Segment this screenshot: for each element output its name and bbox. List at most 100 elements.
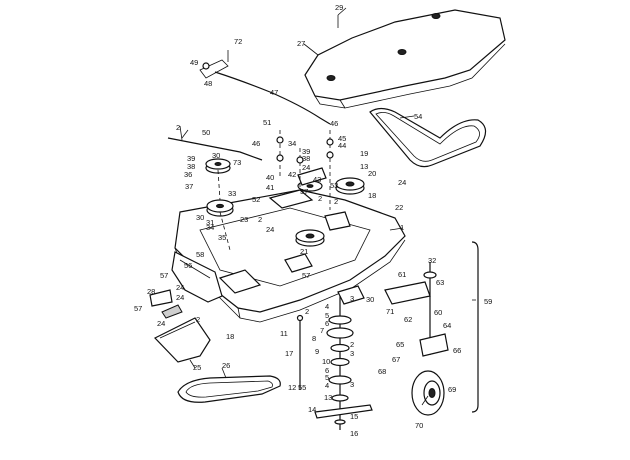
part-label-47: 47 — [270, 88, 278, 97]
part-label-8: 8 — [312, 334, 316, 343]
part-label-28: 28 — [147, 287, 155, 296]
control-cable-part — [199, 50, 331, 125]
part-label-68: 68 — [378, 367, 386, 376]
part-label-70: 70 — [415, 421, 423, 430]
part-label-22: 22 — [395, 203, 403, 212]
part-label-73: 73 — [233, 158, 241, 167]
part-label-39a: 39 — [187, 154, 195, 163]
part-label-24b: 24 — [398, 178, 406, 187]
part-label-64: 64 — [443, 321, 451, 330]
part-label-20: 20 — [368, 169, 376, 178]
part-label-71: 71 — [386, 307, 394, 316]
part-label-2g: 2 — [350, 340, 354, 349]
part-label-69: 69 — [448, 385, 456, 394]
left-side-shield-part — [171, 251, 223, 303]
part-label-38a: 38 — [187, 162, 195, 171]
part-label-6b: 6 — [325, 366, 329, 375]
part-label-26: 26 — [222, 361, 230, 370]
spindle-assembly — [296, 296, 373, 430]
part-label-63: 63 — [436, 278, 444, 287]
part-label-55: 55 — [298, 383, 306, 392]
part-label-2f: 2 — [305, 307, 309, 316]
part-label-24a: 24 — [302, 163, 310, 172]
part-label-34b: 34 — [206, 223, 214, 232]
part-label-24e: 24 — [176, 293, 184, 302]
part-label-49: 49 — [190, 58, 198, 67]
part-label-59: 59 — [484, 297, 492, 306]
part-label-30c: 30 — [366, 295, 374, 304]
part-label-21: 21 — [300, 247, 308, 256]
part-label-12: 12 — [288, 383, 296, 392]
part-label-61: 61 — [398, 270, 406, 279]
part-label-67: 67 — [392, 355, 400, 364]
part-label-27: 27 — [297, 39, 305, 48]
part-label-51: 51 — [263, 118, 271, 127]
part-label-42: 42 — [288, 170, 296, 179]
part-label-17: 17 — [285, 349, 293, 358]
part-label-24f: 24 — [157, 319, 165, 328]
part-label-25: 25 — [193, 363, 201, 372]
part-label-39b: 39 — [302, 147, 310, 156]
part-label-50: 50 — [202, 128, 210, 137]
part-label-24c: 24 — [266, 225, 274, 234]
part-label-18b: 18 — [226, 332, 234, 341]
part-label-60: 60 — [434, 308, 442, 317]
part-label-16: 16 — [350, 429, 358, 438]
gauge-wheel-assembly — [384, 241, 479, 416]
part-label-37a: 37 — [185, 182, 193, 191]
part-label-52: 52 — [252, 195, 260, 204]
part-label-31: 31 — [206, 218, 214, 227]
part-label-54: 54 — [414, 112, 422, 121]
leader-lines — [181, 7, 476, 406]
part-label-57b: 57 — [160, 271, 168, 280]
part-label-2c: 2 — [334, 197, 338, 206]
seat-pan-part — [304, 9, 506, 109]
idler-pulleys — [268, 167, 365, 209]
part-label-24d: 24 — [176, 283, 184, 292]
part-label-46b: 46 — [252, 139, 260, 148]
part-label-48: 48 — [204, 79, 212, 88]
part-label-3a: 3 — [350, 294, 354, 303]
part-label-62: 62 — [404, 315, 412, 324]
left-spindle-pulleys — [205, 158, 234, 251]
discharge-deflector-part — [149, 289, 211, 363]
part-label-58: 58 — [196, 250, 204, 259]
lift-rod-part — [167, 125, 263, 161]
part-label-66: 66 — [453, 346, 461, 355]
part-label-40: 40 — [266, 173, 274, 182]
part-label-29: 29 — [335, 3, 343, 12]
part-label-1: 1 — [400, 223, 404, 232]
part-label-2d: 2 — [258, 215, 262, 224]
part-label-11: 11 — [280, 329, 288, 338]
part-label-23: 23 — [240, 215, 248, 224]
part-label-34a: 34 — [288, 139, 296, 148]
part-label-72: 72 — [234, 37, 242, 46]
part-label-37b: 37 — [300, 187, 308, 196]
part-label-6a: 6 — [325, 319, 329, 328]
part-label-4b: 4 — [325, 381, 329, 390]
part-label-9: 9 — [315, 347, 319, 356]
part-label-53: 53 — [330, 181, 338, 190]
part-label-13b: 13 — [324, 393, 332, 402]
part-label-43: 43 — [313, 175, 321, 184]
part-label-35: 35 — [218, 233, 226, 242]
part-label-2e: 2 — [196, 315, 200, 324]
part-label-30b: 30 — [196, 213, 204, 222]
part-label-45: 45 — [338, 134, 346, 143]
part-label-36: 36 — [184, 170, 192, 179]
part-label-56: 56 — [184, 261, 192, 270]
part-label-44: 44 — [338, 141, 346, 150]
part-label-57c: 57 — [134, 304, 142, 313]
part-label-18a: 18 — [368, 191, 376, 200]
belt-54-part — [369, 107, 487, 168]
part-label-7: 7 — [320, 326, 324, 335]
part-label-57a: 57 — [302, 271, 310, 280]
part-number-labels: 29 27 72 49 48 47 54 2 50 51 46 45 44 46… — [134, 3, 492, 438]
part-label-33: 33 — [228, 189, 236, 198]
part-label-46a: 46 — [330, 119, 338, 128]
part-label-4a: 4 — [325, 302, 329, 311]
part-label-2a: 2 — [176, 123, 180, 132]
part-label-5b: 5 — [325, 373, 329, 382]
part-label-3b: 3 — [350, 349, 354, 358]
